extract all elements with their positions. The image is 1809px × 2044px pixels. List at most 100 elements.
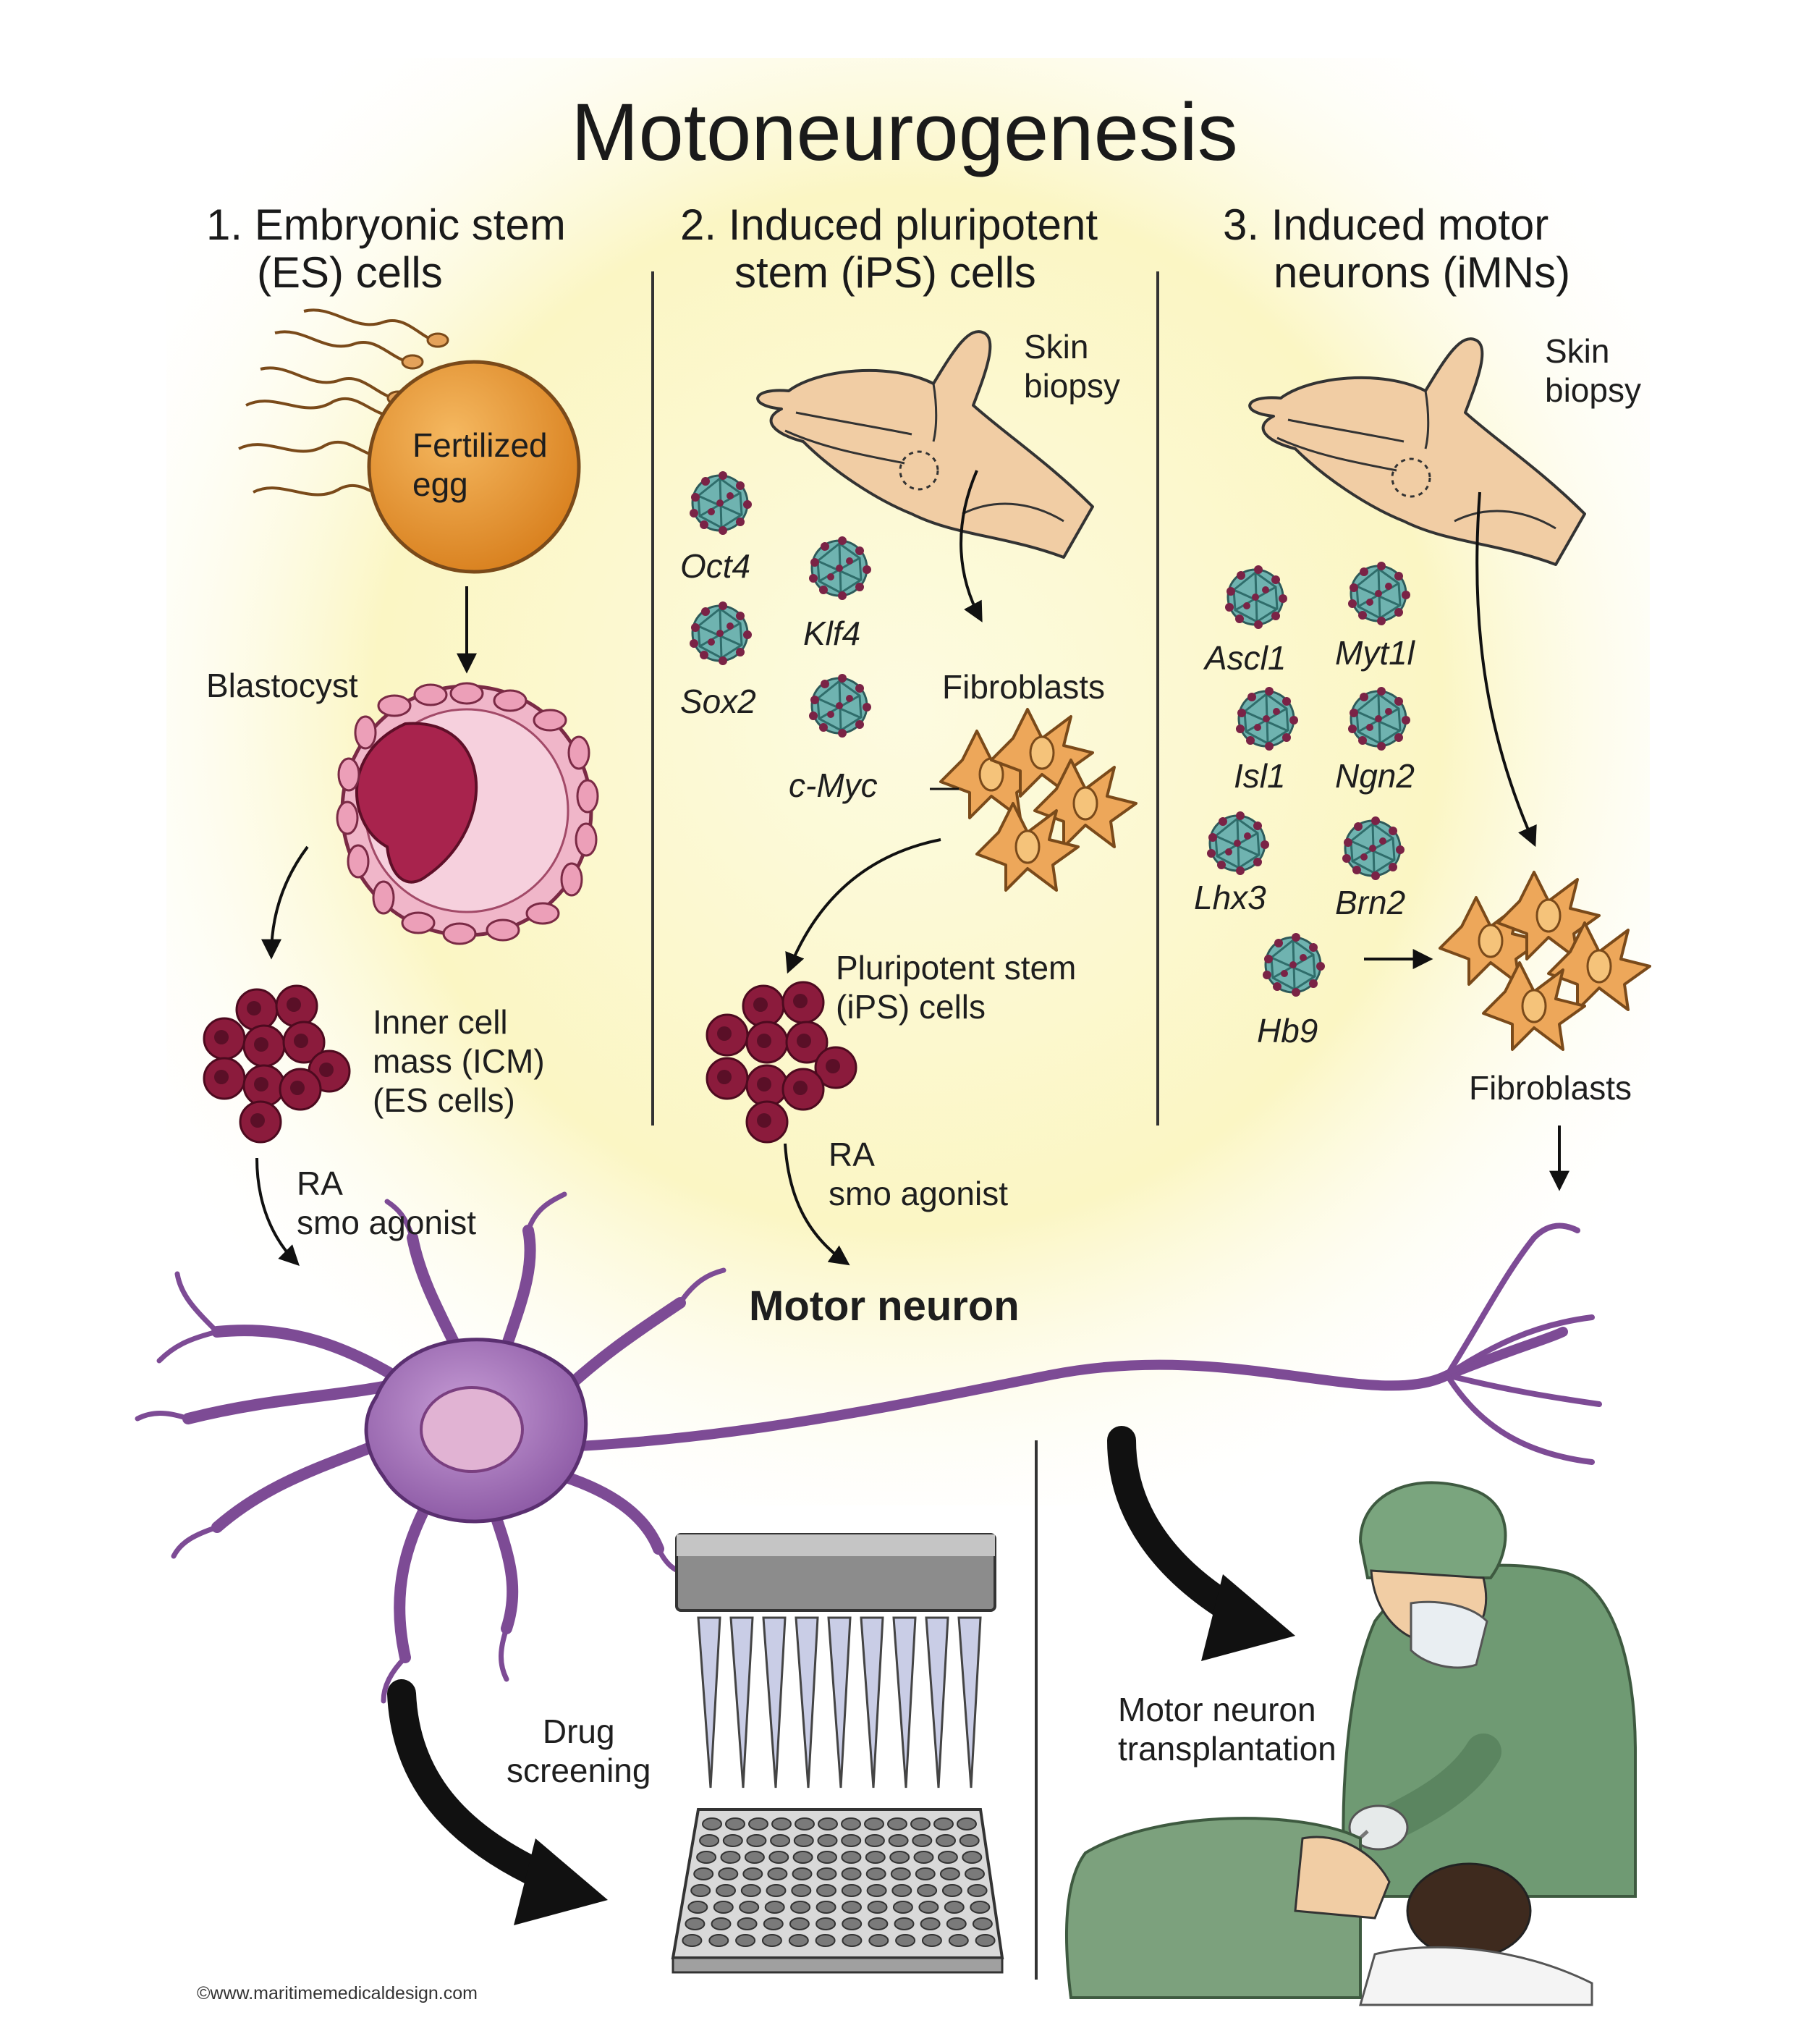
well xyxy=(685,1917,706,1930)
icm-label: Inner cell mass (ICM) (ES cells) xyxy=(373,1002,545,1120)
pipette-tips xyxy=(697,1616,982,1788)
well xyxy=(711,1917,732,1930)
transplantation-line1: Motor neuron xyxy=(1118,1691,1316,1728)
well xyxy=(895,1934,916,1947)
blastocyst-label: Blastocyst xyxy=(206,667,358,704)
arrow-skin-to-fibroblasts-ips xyxy=(959,470,983,622)
well xyxy=(868,1917,889,1930)
well xyxy=(693,1867,714,1880)
well xyxy=(770,1834,791,1847)
well xyxy=(975,1934,996,1947)
well xyxy=(967,1884,988,1897)
biopsy-label-ips: biopsy xyxy=(1024,367,1120,405)
well xyxy=(892,1901,913,1914)
diagram-title: Motoneurogenesis xyxy=(571,87,1238,177)
arrow-ips-to-neuron xyxy=(784,1143,850,1266)
transplantation-label: Motor neuron transplantation xyxy=(1118,1690,1336,1768)
well xyxy=(920,1917,941,1930)
gene-klf4: Klf4 xyxy=(803,615,861,652)
well xyxy=(744,1851,765,1864)
icm-label-line1: Inner cell xyxy=(373,1003,508,1041)
gene-lhx3: Lhx3 xyxy=(1194,879,1266,916)
blastocyst xyxy=(336,682,599,945)
column-3-heading-line1: 3. Induced motor xyxy=(1223,200,1549,249)
ips-ra-label: RA xyxy=(829,1136,875,1173)
egg-label-line2: egg xyxy=(412,465,468,503)
well xyxy=(739,1901,760,1914)
well xyxy=(696,1851,717,1864)
gene-myt1l: Myt1l xyxy=(1335,634,1415,672)
well xyxy=(868,1934,889,1947)
ips-cells-label-line1: Pluripotent stem xyxy=(836,949,1077,987)
well xyxy=(792,1867,813,1880)
well xyxy=(816,1867,837,1880)
gene-cmyc: c-Myc xyxy=(789,766,878,804)
well xyxy=(789,1917,810,1930)
drug-screening-line2: screening xyxy=(507,1752,651,1789)
well xyxy=(915,1867,936,1880)
well xyxy=(748,1817,768,1830)
well xyxy=(795,1817,815,1830)
well xyxy=(865,1867,886,1880)
well xyxy=(864,1817,884,1830)
column-1-heading: 1. Embryonic stem (ES) cells xyxy=(206,201,566,297)
copyright-notice: ©www.maritimemedicaldesign.com xyxy=(197,1983,478,2003)
well xyxy=(921,1934,942,1947)
gene-ngn2: Ngn2 xyxy=(1335,757,1415,795)
well xyxy=(740,1884,761,1897)
well xyxy=(791,1884,812,1897)
fibroblasts-label-ips: Fibroblasts xyxy=(942,668,1105,706)
ips-cells-label: Pluripotent stem (iPS) cells xyxy=(836,948,1076,1026)
column-3-heading: 3. Induced motor neurons (iMNs) xyxy=(1223,201,1570,297)
column-2-heading-line2: stem (iPS) cells xyxy=(734,248,1036,297)
well xyxy=(682,1934,703,1947)
well xyxy=(790,1901,811,1914)
well xyxy=(970,1901,991,1914)
ips-smo-label: smo agonist xyxy=(829,1175,1009,1212)
well xyxy=(918,1901,939,1914)
well xyxy=(841,1851,862,1864)
well xyxy=(910,1817,931,1830)
gene-sox2: Sox2 xyxy=(680,683,756,720)
well xyxy=(690,1884,711,1897)
well xyxy=(842,1917,863,1930)
well xyxy=(735,1934,756,1947)
pipette-head xyxy=(675,1533,996,1612)
well xyxy=(816,1884,836,1897)
well xyxy=(889,1851,910,1864)
well xyxy=(841,1834,862,1847)
well xyxy=(937,1851,958,1864)
big-arrow-head-drug xyxy=(514,1838,608,1925)
arrow-skin-to-fibroblasts-imn xyxy=(1475,491,1537,848)
well xyxy=(894,1917,915,1930)
well xyxy=(718,1867,739,1880)
well-plate xyxy=(671,1808,1004,1974)
column-3-heading-line2: neurons (iMNs) xyxy=(1274,248,1571,297)
es-treatment-label: RA smo agonist xyxy=(297,1164,476,1242)
fibroblasts-label-imn: Fibroblasts xyxy=(1469,1069,1632,1107)
well xyxy=(890,1867,911,1880)
motor-neuron-label: Motor neuron xyxy=(749,1283,1020,1330)
well xyxy=(817,1834,838,1847)
well xyxy=(842,1901,862,1914)
well xyxy=(742,1867,763,1880)
transplantation-line2: transplantation xyxy=(1118,1730,1336,1768)
well xyxy=(763,1917,784,1930)
well xyxy=(941,1884,962,1897)
well xyxy=(912,1834,933,1847)
skin-label-imn: Skin xyxy=(1545,332,1610,370)
well xyxy=(761,1934,782,1947)
well xyxy=(957,1817,977,1830)
arrow-icm-to-neuron xyxy=(255,1157,300,1266)
biopsy-label-imn: biopsy xyxy=(1545,371,1641,409)
icm-label-line2: mass (ICM) xyxy=(373,1042,545,1080)
well xyxy=(948,1934,969,1947)
well xyxy=(817,1851,837,1864)
well xyxy=(699,1834,720,1847)
well xyxy=(764,1901,785,1914)
well xyxy=(720,1851,741,1864)
well xyxy=(887,1817,907,1830)
gene-ascl1: Ascl1 xyxy=(1205,639,1287,677)
gene-hb9: Hb9 xyxy=(1257,1012,1318,1050)
